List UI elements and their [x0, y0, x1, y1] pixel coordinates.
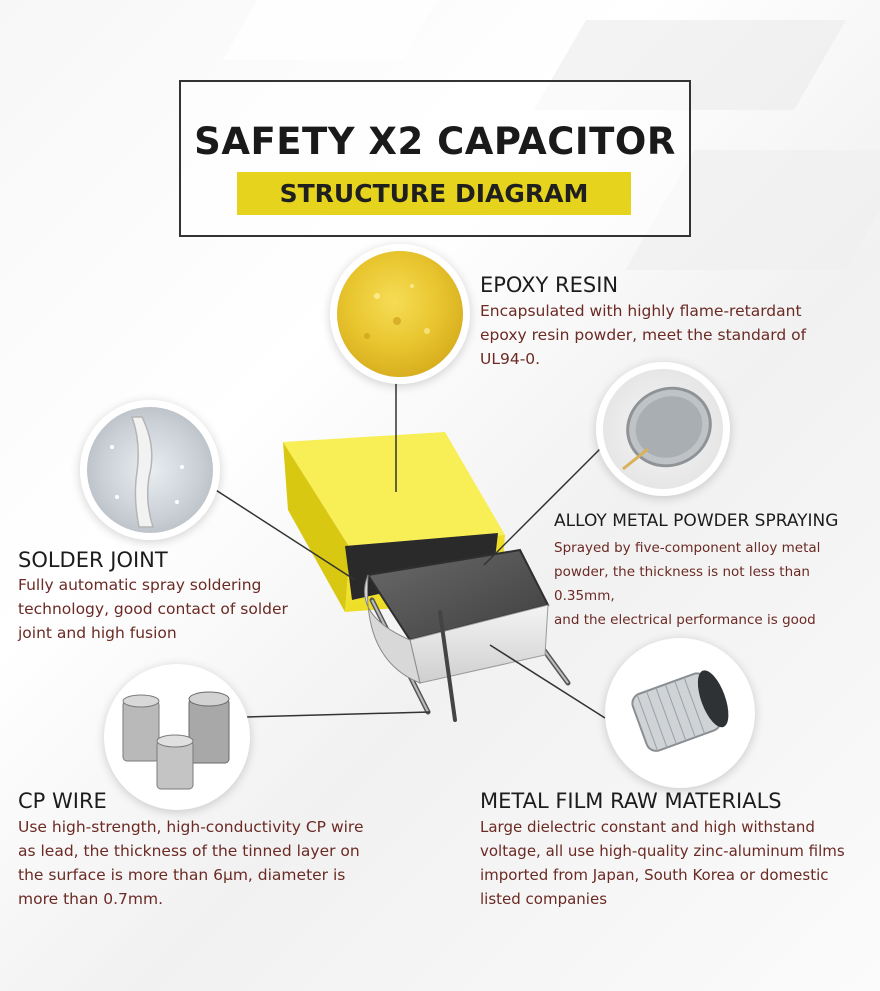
epoxy-line-3: UL94-0.: [480, 350, 541, 368]
cpwire-line-1: Use high-strength, high-conductivity CP …: [18, 818, 364, 836]
cpwire-line-3: the surface is more than 6μm, diameter i…: [18, 866, 346, 884]
film-line-1: Large dielectric constant and high withs…: [480, 818, 815, 836]
alloy-description: Sprayed by five-component alloy metal po…: [554, 536, 874, 632]
film-roll-photo-icon: [605, 638, 755, 788]
alloy-heading: ALLOY METAL POWDER SPRAYING: [554, 511, 839, 531]
cpwire-line-4: more than 0.7mm.: [18, 890, 164, 908]
film-line-2: voltage, all use high-quality zinc-alumi…: [480, 842, 845, 860]
epoxy-powder-photo-icon: [330, 244, 470, 384]
solder-line-3: joint and high fusion: [18, 624, 177, 642]
epoxy-description: Encapsulated with highly flame-retardant…: [480, 299, 860, 371]
film-line-4: listed companies: [480, 890, 608, 908]
epoxy-line-1: Encapsulated with highly flame-retardant: [480, 302, 802, 320]
connector-cpwire: [245, 711, 431, 718]
capacitor-cutaway-icon: [283, 432, 571, 722]
title-box: SAFETY X2 CAPACITOR STRUCTURE DIAGRAM: [179, 80, 691, 237]
page-subtitle: STRUCTURE DIAGRAM: [237, 172, 631, 215]
cpwire-line-2: as lead, the thickness of the tinned lay…: [18, 842, 360, 860]
film-heading: METAL FILM RAW MATERIALS: [480, 789, 782, 813]
cpwire-description: Use high-strength, high-conductivity CP …: [18, 815, 418, 911]
sprayed-metal-photo-icon: [596, 362, 730, 496]
alloy-line-1: Sprayed by five-component alloy metal: [554, 540, 821, 556]
epoxy-line-2: epoxy resin powder, meet the standard of: [480, 326, 807, 344]
solder-line-2: technology, good contact of solder: [18, 600, 288, 618]
connector-film: [489, 644, 606, 719]
solder-heading: SOLDER JOINT: [18, 548, 168, 572]
epoxy-heading: EPOXY RESIN: [480, 273, 619, 297]
solder-description: Fully automatic spray soldering technolo…: [18, 573, 338, 645]
cpwire-heading: CP WIRE: [18, 789, 107, 813]
film-line-3: imported from Japan, South Korea or dome…: [480, 866, 829, 884]
solder-joint-photo-icon: [80, 400, 220, 540]
alloy-line-2: powder, the thickness is not less than 0…: [554, 564, 810, 604]
page-title: SAFETY X2 CAPACITOR: [194, 120, 676, 163]
wire-spools-photo-icon: [104, 664, 250, 810]
solder-line-1: Fully automatic spray soldering: [18, 576, 262, 594]
connector-alloy: [483, 446, 603, 566]
film-description: Large dielectric constant and high withs…: [480, 815, 875, 911]
connector-solder: [207, 484, 356, 581]
alloy-line-3: and the electrical performance is good: [554, 612, 816, 628]
